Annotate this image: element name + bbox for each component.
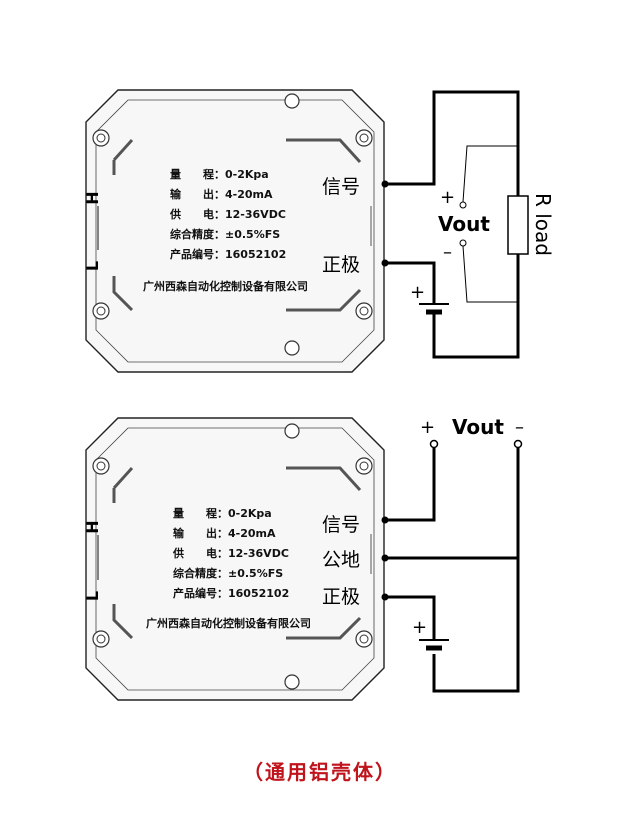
spec-sep: ： (217, 527, 228, 540)
spec-label: 量 程 (173, 506, 217, 520)
marker-h: H (83, 520, 102, 533)
spec-label: 输 出 (173, 526, 217, 540)
spec-value: 12-36VDC (225, 208, 286, 221)
battery-icon (419, 303, 449, 315)
spec-label: 输 出 (170, 187, 214, 201)
spec-sep: ： (214, 168, 225, 181)
spec-value: 0-2Kpa (225, 168, 269, 181)
svg-text:输 出：4-20mA: 输 出：4-20mA (170, 187, 273, 201)
spec-label: 量 程 (170, 167, 214, 181)
screw-hole-icon (92, 630, 110, 648)
spec-sep: ： (214, 208, 225, 221)
screw-hole-icon (92, 302, 110, 320)
spec-value: 4-20mA (228, 527, 276, 540)
caption: （通用铝壳体） (243, 760, 397, 784)
spec-list: 量 程：0-2Kpa 输 出：4-20mA 供 电：12-36VDC 综合精度：… (172, 506, 289, 600)
spec-value: 4-20mA (225, 188, 273, 201)
vout-plus-label: + (440, 187, 455, 208)
spec-sep: ： (217, 587, 228, 600)
spec-sep: ： (217, 547, 228, 560)
battery-plus-label: + (410, 282, 425, 303)
svg-text:产品编号：16052102: 产品编号：16052102 (170, 247, 286, 261)
spec-sep: ： (214, 228, 225, 241)
device-housing-top: H L 量 程：0-2Kpa 输 出：4-20mA 供 电：12-36VDC 综… (83, 89, 385, 373)
screw-hole-icon (355, 129, 373, 147)
marker-l: L (83, 591, 102, 601)
wiring-bottom: + Vout – 信号 公地 正极 + (322, 415, 524, 693)
company-name: 广州西森自动化控制设备有限公司 (143, 279, 308, 293)
screw-hole-icon (92, 457, 110, 475)
mount-hole-icon (284, 93, 300, 109)
terminal-signal-label: 信号 (322, 176, 360, 198)
device-housing-bottom: H L 量 程：0-2Kpa 输 出：4-20mA 供 电：12-36VDC 综… (83, 417, 385, 701)
spec-label: 产品编号 (170, 247, 214, 261)
spec-value: 16052102 (228, 587, 289, 600)
company-name: 广州西森自动化控制设备有限公司 (146, 616, 311, 630)
svg-text:供 电：12-36VDC: 供 电：12-36VDC (172, 546, 289, 560)
marker-h: H (83, 191, 102, 204)
wiring-top: 信号 正极 R load + + Vout – (322, 90, 555, 359)
spec-value: ±0.5%FS (225, 228, 280, 241)
screw-hole-icon (355, 302, 373, 320)
svg-text:输 出：4-20mA: 输 出：4-20mA (173, 526, 276, 540)
mount-hole-icon (284, 423, 300, 439)
vout-label: Vout (438, 212, 490, 236)
svg-text:供 电：12-36VDC: 供 电：12-36VDC (169, 207, 286, 221)
spec-label: 供 电 (169, 207, 214, 221)
terminal-ground-label: 公地 (322, 549, 360, 571)
screw-hole-icon (355, 457, 373, 475)
spec-label: 产品编号 (173, 586, 217, 600)
spec-sep: ： (214, 188, 225, 201)
spec-value: 12-36VDC (228, 547, 289, 560)
spec-value: 16052102 (225, 248, 286, 261)
svg-text:量 程：0-2Kpa: 量 程：0-2Kpa (173, 506, 272, 520)
svg-text:综合精度：±0.5%FS: 综合精度：±0.5%FS (170, 227, 280, 241)
terminal-positive-label: 正极 (322, 254, 360, 276)
vout-minus-label: – (443, 242, 452, 263)
screw-hole-icon (355, 630, 373, 648)
vout-label: Vout (452, 415, 504, 439)
resistor-rload (507, 195, 529, 255)
spec-sep: ： (217, 567, 228, 580)
svg-text:量 程：0-2Kpa: 量 程：0-2Kpa (170, 167, 269, 181)
marker-l: L (83, 261, 102, 271)
spec-value: 0-2Kpa (228, 507, 272, 520)
spec-list: 量 程：0-2Kpa 输 出：4-20mA 供 电：12-36VDC 综合精度：… (169, 167, 286, 261)
screw-hole-icon (92, 129, 110, 147)
rload-label: R load (531, 193, 555, 256)
svg-text:产品编号：16052102: 产品编号：16052102 (173, 586, 289, 600)
spec-sep: ： (214, 248, 225, 261)
svg-text:综合精度：±0.5%FS: 综合精度：±0.5%FS (173, 566, 283, 580)
battery-plus-label: + (412, 617, 427, 638)
vout-minus-terminal (513, 439, 523, 449)
mount-hole-icon (284, 340, 300, 356)
spec-sep: ： (217, 507, 228, 520)
mount-hole-icon (284, 674, 300, 690)
battery-icon (419, 639, 449, 651)
vout-minus-label: – (515, 417, 524, 438)
spec-label: 供 电 (172, 546, 217, 560)
terminal-positive-label: 正极 (322, 586, 360, 608)
spec-value: ±0.5%FS (228, 567, 283, 580)
spec-label: 综合精度 (170, 227, 215, 241)
terminal-signal-label: 信号 (322, 514, 360, 536)
vout-plus-terminal (429, 439, 439, 449)
spec-label: 综合精度 (173, 566, 218, 580)
vout-plus-label: + (420, 417, 435, 438)
